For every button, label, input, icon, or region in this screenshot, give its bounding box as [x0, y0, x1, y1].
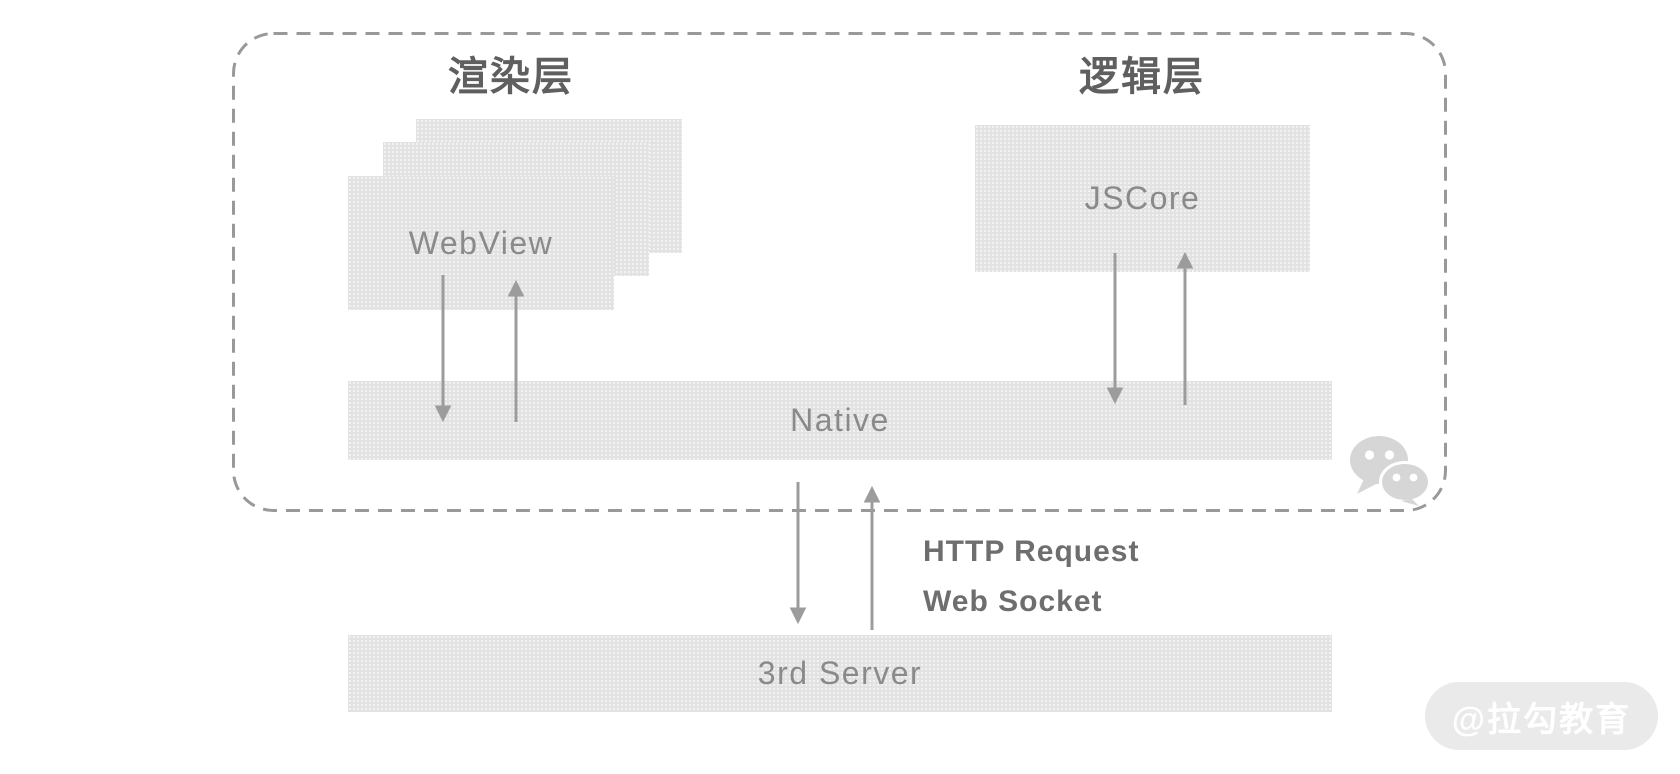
server-to-native-arrowhead-icon [863, 485, 881, 503]
third-server-label: 3rd Server [757, 655, 923, 691]
logic-layer-title: 逻辑层 [1079, 55, 1205, 99]
jscore-label: JSCore [1084, 180, 1201, 216]
wechat-logo-icon [1350, 436, 1431, 506]
native-to-server-arrowhead-icon [789, 607, 807, 625]
watermark-text: @拉勾教育 [1451, 700, 1632, 739]
third-server-bar: 3rd Server [348, 635, 1332, 712]
http-request-label: HTTP Request [923, 535, 1140, 568]
native-server-arrows [789, 482, 881, 630]
web-socket-label: Web Socket [923, 585, 1103, 618]
webview-stack-box-front: WebView [348, 176, 614, 310]
native-label: Native [790, 402, 890, 438]
native-bar: Native [348, 381, 1332, 460]
jscore-box: JSCore [975, 125, 1310, 272]
watermark-badge: @拉勾教育 [1425, 682, 1658, 750]
render-layer-title: 渲染层 [448, 55, 574, 99]
webview-label: WebView [408, 224, 554, 261]
